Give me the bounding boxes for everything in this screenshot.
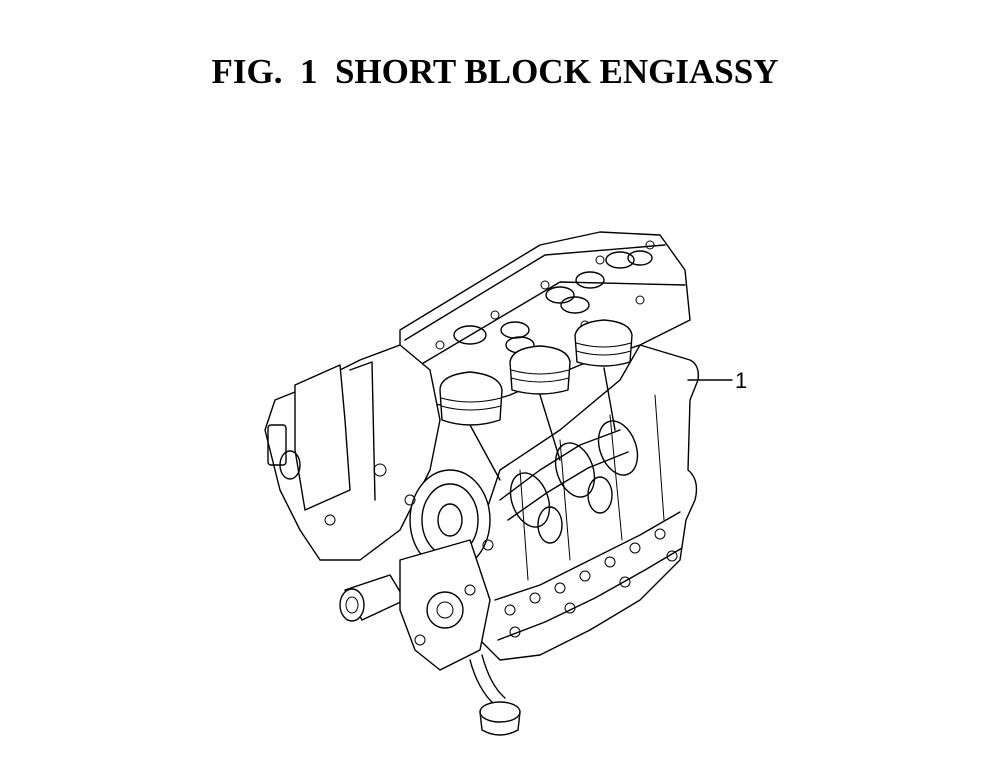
engine-block [469, 344, 700, 661]
pan-flange [494, 511, 683, 641]
pistons [439, 319, 633, 481]
cylinder-head [399, 231, 691, 411]
timing-cover [264, 344, 441, 561]
crankshaft [499, 420, 639, 544]
crank-nose [339, 539, 491, 671]
callout-label-1: 1 [735, 368, 748, 393]
oil-pickup [469, 654, 521, 736]
figure-title: FIG. 1 SHORT BLOCK ENGIASSY [211, 52, 779, 91]
